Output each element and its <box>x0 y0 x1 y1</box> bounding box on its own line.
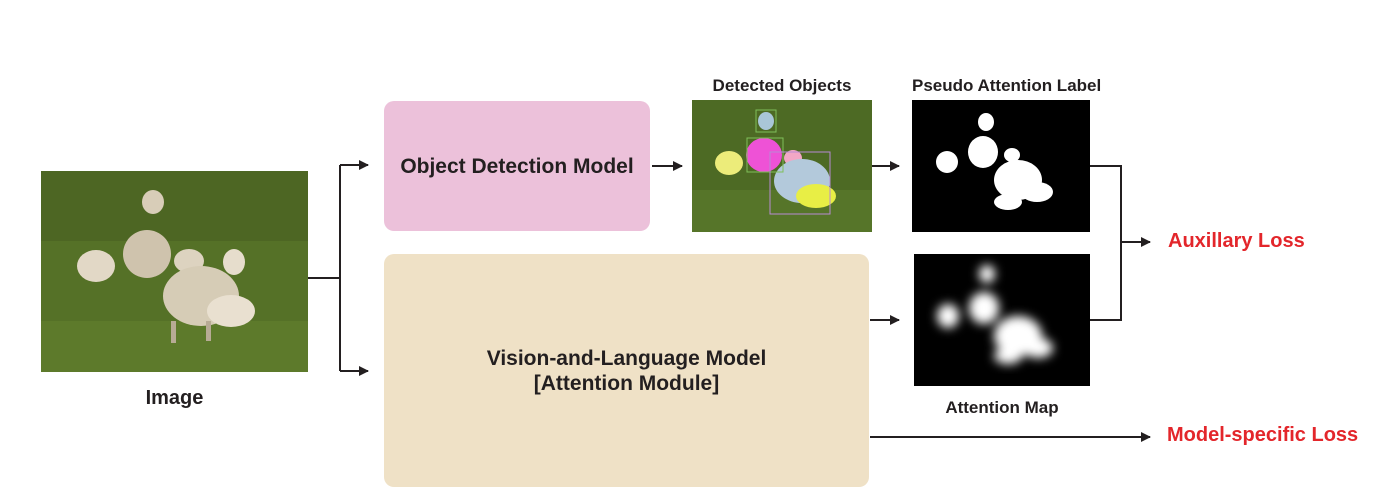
object-detection-model-label: Object Detection Model <box>400 154 634 178</box>
auxiliary-loss-label: Auxillary Loss <box>1168 230 1305 252</box>
model-specific-loss-label: Model-specific Loss <box>1167 424 1359 446</box>
pseudo-attention-label-title: Pseudo Attention Label <box>912 76 1102 95</box>
input-image <box>41 171 308 372</box>
merge-line <box>1090 165 1122 321</box>
sheep-1 <box>142 190 164 214</box>
pseudo-attention-label-image <box>912 100 1090 232</box>
vl-model-title: Vision-and-Language Model <box>486 346 767 370</box>
detected-objects-image <box>692 100 872 232</box>
attention-map-label: Attention Map <box>945 398 1059 417</box>
sheep-3 <box>123 230 171 278</box>
attention-map-image <box>914 254 1090 386</box>
lamb <box>207 295 255 327</box>
image-label: Image <box>145 387 204 409</box>
vl-model-subtitle: [Attention Module] <box>533 371 720 395</box>
sheep-5-head <box>223 249 245 275</box>
object-detection-model-box: Object Detection Model <box>384 101 650 231</box>
sheep-2 <box>77 250 115 282</box>
vision-language-model-box: Vision-and-Language Model [Attention Mod… <box>384 254 869 487</box>
detected-objects-label: Detected Objects <box>712 76 852 95</box>
